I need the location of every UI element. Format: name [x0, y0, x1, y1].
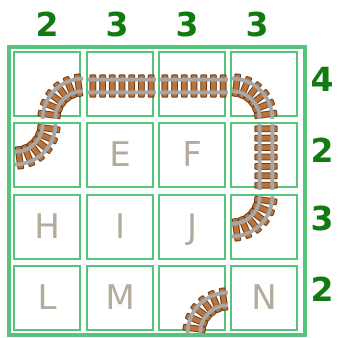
grid-cell-r3c1[interactable]: H — [13, 194, 81, 260]
grid-cell-r2c2[interactable]: E — [86, 122, 154, 188]
cell-letter: I — [88, 207, 152, 247]
column-clue-4: 3 — [222, 8, 292, 41]
track-curve-north-west-icon — [15, 124, 83, 190]
track-straight-horizontal-icon — [88, 53, 156, 119]
grid-cell-r1c4[interactable] — [230, 51, 298, 117]
track-curve-east-south-icon — [15, 53, 83, 119]
column-clue-3: 3 — [152, 8, 222, 41]
track-curve-east-south-icon — [160, 267, 228, 333]
track-curve-north-west-icon — [232, 196, 300, 262]
grid-cell-r1c2[interactable] — [86, 51, 154, 117]
grid-cell-r2c4[interactable] — [230, 122, 298, 188]
track-straight-vertical-icon — [232, 124, 300, 190]
grid-cell-r4c2[interactable]: M — [86, 265, 154, 331]
row-clue-4: 2 — [304, 273, 340, 306]
grid-cell-r1c3[interactable] — [158, 51, 226, 117]
track-curve-west-south-icon — [232, 53, 300, 119]
row-clue-1: 4 — [304, 63, 340, 96]
grid-cell-r2c3[interactable]: F — [158, 122, 226, 188]
cell-letter: H — [15, 207, 79, 247]
cell-letter: N — [232, 278, 296, 318]
row-clue-3: 3 — [304, 202, 340, 235]
grid-cell-r4c3[interactable] — [158, 265, 226, 331]
column-clue-2: 3 — [82, 8, 152, 41]
grid-cell-r4c1[interactable]: L — [13, 265, 81, 331]
grid-cell-r3c4[interactable] — [230, 194, 298, 260]
grid-cell-r3c2[interactable]: I — [86, 194, 154, 260]
cell-letter: M — [88, 278, 152, 318]
cell-letter: F — [160, 135, 224, 175]
cell-letter: J — [160, 207, 224, 247]
grid-cell-r1c1[interactable] — [13, 51, 81, 117]
grid-cell-r2c1[interactable] — [13, 122, 81, 188]
grid-cell-r4c4[interactable]: N — [230, 265, 298, 331]
cell-letter: L — [15, 278, 79, 318]
grid-cell-r3c3[interactable]: J — [158, 194, 226, 260]
track-straight-horizontal-icon — [160, 53, 228, 119]
cell-letter: E — [88, 135, 152, 175]
column-clue-1: 2 — [12, 8, 82, 41]
row-clue-2: 2 — [304, 134, 340, 167]
